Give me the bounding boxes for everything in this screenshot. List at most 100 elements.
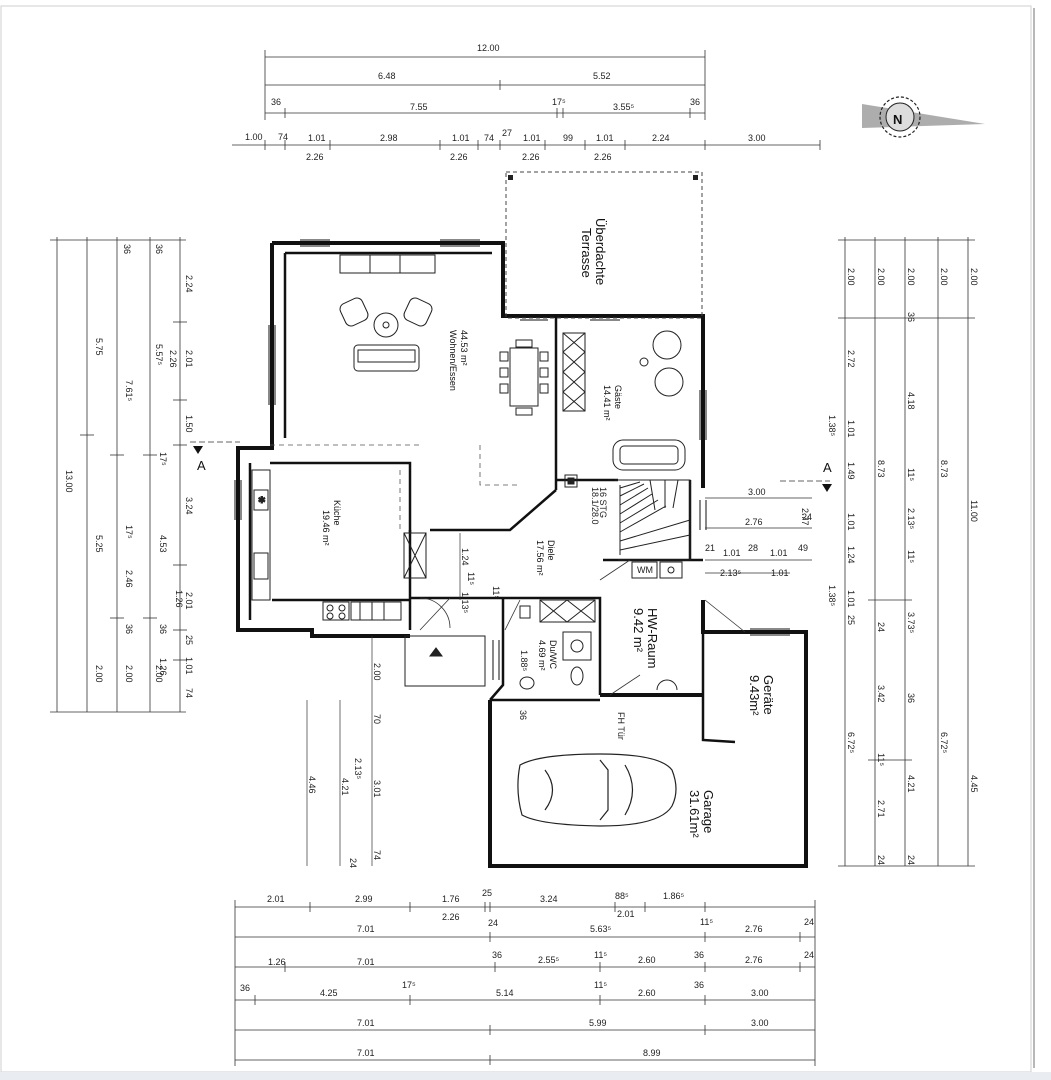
dim-bottom-r1-b: 2.99 xyxy=(355,894,373,904)
dim-right-c4-b: 36 xyxy=(906,312,916,322)
dim-top-r4b-b: 2.26 xyxy=(450,152,468,162)
dim-below-h: 24 xyxy=(348,858,358,868)
dim-right-c6-c: 4.45 xyxy=(969,775,979,793)
dim-right-c1-e: 1.01 xyxy=(846,513,856,531)
dim-left-c5-c: 2.00 xyxy=(154,665,164,683)
dim-top-r4-h: 1.01 xyxy=(523,133,541,143)
dashed-lines xyxy=(270,444,520,530)
dim-top-r3-d: 3.55⁵ xyxy=(613,102,635,112)
dim-lines-top xyxy=(232,50,821,150)
dim-left-c4-c: 17⁵ xyxy=(158,452,168,466)
dim-top-r3-e: 36 xyxy=(690,97,700,107)
room-diele-area: 17.56 m² xyxy=(535,540,545,576)
dim-right-c3-a: 2.00 xyxy=(876,268,886,286)
windows xyxy=(234,239,790,680)
dim-left-c6-b: 2.01 xyxy=(184,350,194,368)
dim-right-c4-h: 36 xyxy=(906,693,916,703)
dim-right-c1-g: 1.01 xyxy=(846,590,856,608)
dim-stair-k: 1.01 xyxy=(771,568,789,578)
section-a-left: A xyxy=(197,458,206,473)
dim-diele-a: 1.24 xyxy=(460,548,470,566)
dim-bottom-r3-d: 2.55⁵ xyxy=(538,955,560,965)
dim-bottom-r3-i: 24 xyxy=(804,950,814,960)
dim-lines-right xyxy=(838,237,975,867)
dim-below-f: 2.13⁵ xyxy=(353,758,363,780)
dim-right-c4-d: 11⁵ xyxy=(906,468,916,481)
room-duwc-name: Du/WC xyxy=(548,640,558,670)
dim-stair-e: 1.01 xyxy=(723,548,741,558)
room-duwc-area: 4.69 m² xyxy=(537,640,547,671)
dim-bottom-r3-g: 36 xyxy=(694,950,704,960)
dim-right-c4-i: 4.21 xyxy=(906,775,916,793)
dim-diele-d: 11⁵ xyxy=(491,586,501,599)
dim-bottom-r6-a: 7.01 xyxy=(357,1048,375,1058)
dim-duwc-b: 36 xyxy=(518,710,528,720)
dim-text-bottom: 2.01 2.99 1.76 25 3.24 88⁵ 1.86⁵ 2.26 2.… xyxy=(240,888,814,1058)
dim-text-left: 13.00 5.75 5.25 2.00 7.61⁵ 17⁵ 2.46 36 2… xyxy=(64,244,194,698)
dim-right-c6-a: 2.00 xyxy=(969,268,979,286)
dim-right-c3-f: 2.71 xyxy=(876,800,886,818)
dim-right-c1-h: 25 xyxy=(846,615,856,625)
dim-left-c4-a: 36 xyxy=(122,244,132,254)
dim-bottom-r4-c: 17⁵ xyxy=(402,980,416,990)
dim-stair-j: 2.13⁵ xyxy=(720,568,742,578)
dim-stair-f: 28 xyxy=(748,543,758,553)
dim-bottom-r4-a: 36 xyxy=(240,983,250,993)
dim-bottom-r1b-a: 2.26 xyxy=(442,912,460,922)
dim-right-c3-d: 3.42 xyxy=(876,685,886,703)
dim-right-c4-e: 2.13⁵ xyxy=(906,508,916,530)
dim-bottom-r3-c: 36 xyxy=(492,950,502,960)
room-hwraum-name: HW-Raum xyxy=(645,608,660,668)
dim-left-c6-c: 1.50 xyxy=(184,415,194,433)
dim-bottom-r1-d: 25 xyxy=(482,888,492,898)
dim-top-r4-d: 2.98 xyxy=(380,133,398,143)
stair-count-label: 16 STG xyxy=(598,487,608,518)
dim-bottom-r3-a: 1.26 xyxy=(268,957,286,967)
bath-furniture xyxy=(519,599,596,690)
dim-right-c1-d: 1.49 xyxy=(846,462,856,480)
dim-bottom-r4-d: 5.14 xyxy=(496,988,514,998)
terrace-label-2: Terrasse xyxy=(579,228,594,278)
dim-lines-bottom xyxy=(234,900,816,1066)
utility-furniture xyxy=(631,561,683,691)
dim-top-r3-c: 17⁵ xyxy=(552,97,566,107)
dim-bottom-r4-e: 11⁵ xyxy=(594,980,607,990)
dim-bottom-r6-b: 8.99 xyxy=(643,1048,661,1058)
kitchen-furniture: ✱ xyxy=(251,469,427,621)
dim-left-c6-f: 2.01 xyxy=(184,592,194,610)
compass-north-letter: N xyxy=(893,112,902,127)
dim-left-c6-i: 74 xyxy=(184,688,194,698)
dim-left-c2-c: 2.00 xyxy=(94,665,104,683)
dim-bottom-r5-c: 3.00 xyxy=(751,1018,769,1028)
dim-stair-c: 24 xyxy=(802,512,812,522)
dim-below-e: 4.46 xyxy=(307,776,317,794)
room-labels: Wohnen/Essen 44.53 m² Gäste 14.41 m² Küc… xyxy=(321,218,776,838)
dim-right-c5-b: 8.73 xyxy=(939,460,949,478)
dim-bottom-r5-a: 7.01 xyxy=(357,1018,375,1028)
dim-bottom-r1b-b: 2.01 xyxy=(617,909,635,919)
dim-left-c3-d: 36 xyxy=(124,624,134,634)
page-border xyxy=(0,5,1032,1073)
dim-left-c5-a: 36 xyxy=(154,244,164,254)
section-a-right: A xyxy=(823,460,832,475)
dim-lines-left xyxy=(50,237,187,713)
bottom-strip xyxy=(0,1072,1051,1080)
dim-top-r4-l: 3.00 xyxy=(748,133,766,143)
dim-left-c2-a: 5.75 xyxy=(94,338,104,356)
dim-top-r4b-c: 2.26 xyxy=(522,152,540,162)
dim-bottom-r3-h: 2.76 xyxy=(745,955,763,965)
dim-right-c2-b: 1.38⁵ xyxy=(827,585,837,607)
dim-bottom-r1-a: 2.01 xyxy=(267,894,285,904)
dim-left-c4-d: 4.53 xyxy=(158,535,168,553)
terrace-posts xyxy=(508,175,698,180)
staircase xyxy=(564,474,691,561)
dim-bottom-r2-e: 2.76 xyxy=(745,924,763,934)
dim-bottom-r4-h: 3.00 xyxy=(751,988,769,998)
guest-furniture xyxy=(562,330,686,471)
dim-bottom-r2-b: 24 xyxy=(488,918,498,928)
dim-left-c3-e: 2.00 xyxy=(124,665,134,683)
dim-bottom-r2-a: 7.01 xyxy=(357,924,375,934)
dim-right-c4-c: 4.18 xyxy=(906,392,916,410)
dim-right-c1-c: 1.01 xyxy=(846,420,856,438)
dim-right-c2-a: 1.38⁵ xyxy=(827,415,837,437)
